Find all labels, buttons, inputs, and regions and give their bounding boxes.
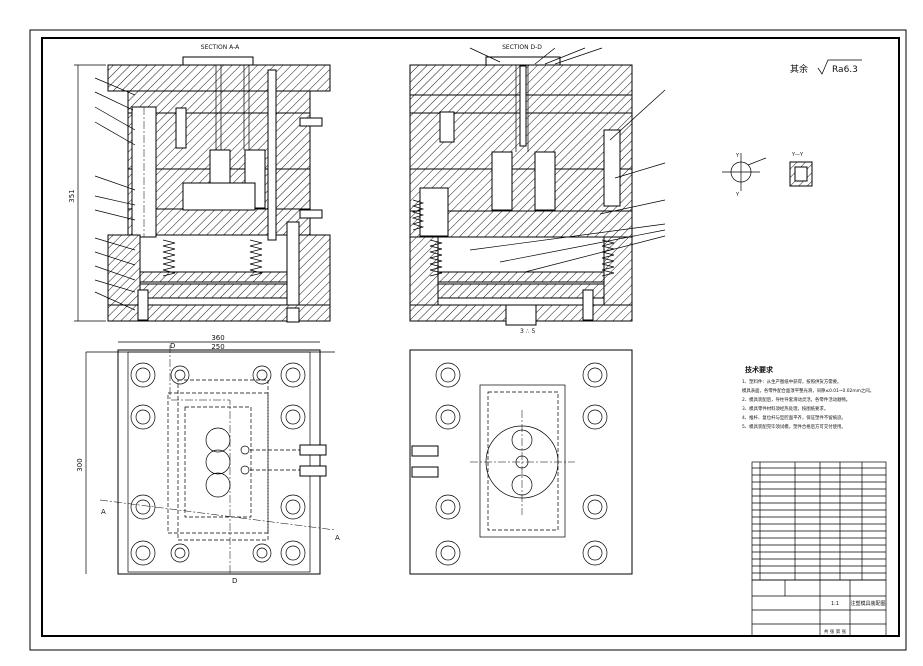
section-a-a-view: SECTION A-A [68, 44, 331, 323]
dim-height-left: 351 [68, 189, 76, 202]
tech-line: 1、塑料件：从生产图纸中获得，按照供货方需要。 [742, 378, 841, 385]
dim-width-inner: 250 [211, 343, 224, 351]
outer-frame [29, 29, 907, 651]
detail-label-y2: Y [735, 192, 740, 198]
section-d-d-view: SECTION D-D 3 ∴ 5 [409, 44, 666, 335]
plan-view-fixed-half: 360 250 300 [76, 334, 340, 585]
detail-view-y: Y Y Y—Y [722, 152, 813, 198]
inner-frame [41, 37, 900, 637]
tech-line: 2、模具装配后，导柱导套滑动灵活，各零件活动顺畅。 [742, 396, 850, 403]
detail-label-y: Y [735, 153, 740, 159]
section-mark-d-top: D [170, 342, 175, 350]
tech-line: 5、模具装配完毕须试模，塑件合格后方可交付使用。 [742, 423, 846, 430]
plan-view-moving-half [409, 349, 633, 575]
section-mark-a-left: A [101, 508, 106, 516]
tech-line: 3、模具零件材料须经热处理，按图纸要求。 [742, 405, 828, 412]
roughness-prefix: 其余 [790, 63, 808, 75]
tech-title: 技术要求 [745, 365, 774, 374]
sheet-count: 共 张 第 张 [824, 628, 847, 635]
parts-list-table [751, 461, 887, 581]
section-mark-a-right: A [335, 534, 340, 542]
drawing-name: 注塑模具装配图 [850, 600, 885, 607]
drawing-scale: 1:1 [831, 601, 839, 607]
section-d-d-title: SECTION D-D [502, 44, 542, 51]
title-block: 注塑模具装配图 1:1 共 张 第 张 [751, 579, 887, 637]
tech-line: 模具表面，各零件配合面须平整光滑，间隙≤0.01~0.02mm之间。 [742, 387, 874, 394]
section-a-a-title: SECTION A-A [201, 44, 240, 51]
section-mark-d-bottom: D [232, 577, 237, 585]
technical-requirements: 技术要求 1、塑料件：从生产图纸中获得，按照供货方需要。 模具表面，各零件配合面… [742, 365, 874, 430]
roughness-value: Ra6.3 [832, 65, 858, 75]
detail-label-yy: Y—Y [791, 152, 804, 158]
surface-roughness: 其余 Ra6.3 [790, 59, 862, 75]
dim-width-top: 360 [211, 334, 224, 342]
dim-dd-small: 3 ∴ 5 [520, 328, 535, 335]
dim-height-plan: 300 [76, 458, 84, 471]
tech-line: 4、推杆、复位杆与型腔面平齐，保证塑件不留痕迹。 [742, 414, 846, 421]
